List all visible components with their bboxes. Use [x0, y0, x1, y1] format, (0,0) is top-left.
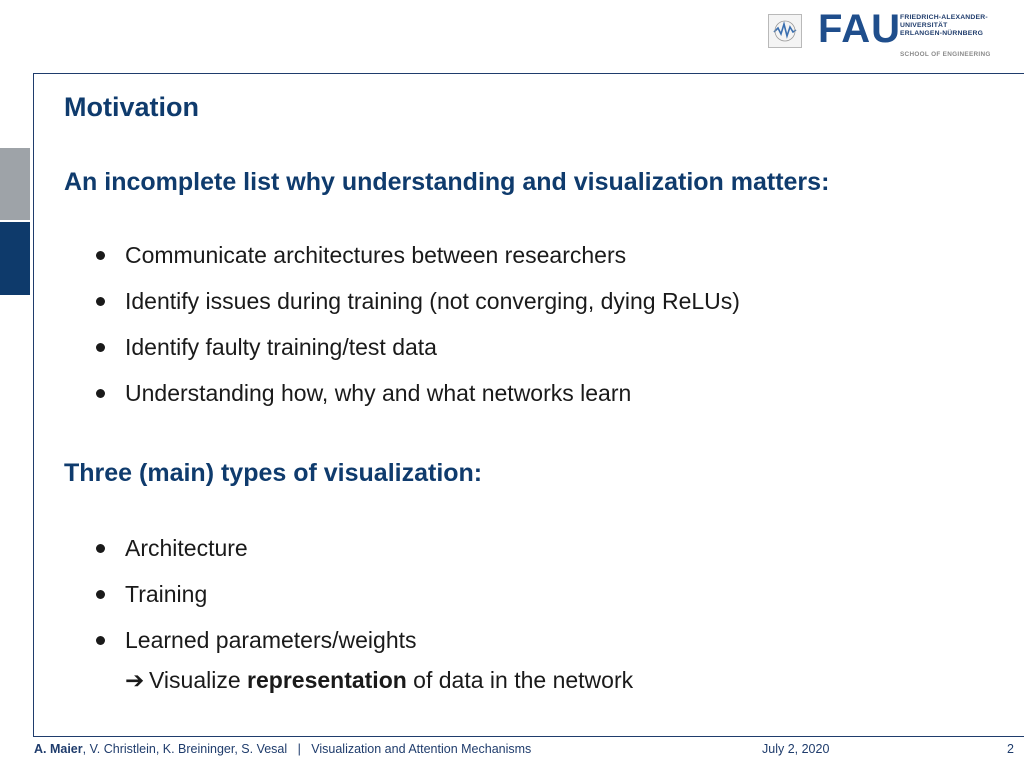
- side-tab-gray: [0, 148, 30, 220]
- slide-title: Motivation: [64, 92, 199, 122]
- bullet-icon: [96, 343, 105, 352]
- bullet-icon: [96, 636, 105, 645]
- university-line: UNIVERSITÄT: [900, 22, 948, 30]
- bullet-list-why: Communicate architectures between resear…: [96, 242, 740, 426]
- sub-point-suffix: of data in the network: [406, 667, 634, 693]
- footer-separator: |: [297, 742, 301, 756]
- sub-point-prefix: Visualize: [149, 667, 248, 693]
- footer-authors: A. Maier, V. Christlein, K. Breininger, …: [34, 742, 531, 756]
- university-name: FRIEDRICH-ALEXANDER- UNIVERSITÄT ERLANGE…: [900, 14, 1010, 39]
- list-item-text: Communicate architectures between resear…: [125, 242, 627, 268]
- sub-point-bold: representation: [247, 667, 407, 693]
- list-item: Training: [96, 581, 417, 607]
- list-item: Learned parameters/weights: [96, 627, 417, 653]
- slide-frame: [33, 73, 1024, 737]
- institute-logo: [768, 14, 802, 48]
- list-item-text: Identify issues during training (not con…: [125, 288, 740, 314]
- bullet-icon: [96, 389, 105, 398]
- bullet-icon: [96, 297, 105, 306]
- list-item-text: Training: [125, 581, 208, 607]
- list-item-text: Identify faulty training/test data: [125, 334, 437, 360]
- section-heading-types: Three (main) types of visualization:: [64, 459, 483, 487]
- bullet-list-types: Architecture Training Learned parameters…: [96, 535, 417, 673]
- footer-date: July 2, 2020: [762, 742, 830, 756]
- sub-point: ➔Visualize representation of data in the…: [125, 667, 633, 693]
- list-item: Architecture: [96, 535, 417, 561]
- bullet-icon: [96, 251, 105, 260]
- list-item-text: Learned parameters/weights: [125, 627, 417, 653]
- slide-footer: A. Maier, V. Christlein, K. Breininger, …: [34, 742, 1014, 758]
- list-item: Identify faulty training/test data: [96, 334, 740, 360]
- lead-author: A. Maier: [34, 742, 83, 756]
- other-authors: , V. Christlein, K. Breininger, S. Vesal: [82, 742, 288, 756]
- list-item: Identify issues during training (not con…: [96, 288, 740, 314]
- arrow-right-icon: ➔: [125, 667, 145, 693]
- waveform-icon: [773, 20, 797, 42]
- bullet-icon: [96, 544, 105, 553]
- list-item-text: Architecture: [125, 535, 248, 561]
- list-item: Communicate architectures between resear…: [96, 242, 740, 268]
- bullet-icon: [96, 590, 105, 599]
- section-heading-why: An incomplete list why understanding and…: [64, 168, 830, 196]
- fau-logo: FAU: [818, 7, 901, 51]
- list-item-text: Understanding how, why and what networks…: [125, 380, 632, 406]
- university-line: ERLANGEN-NÜRNBERG: [900, 30, 984, 38]
- course-title: Visualization and Attention Mechanisms: [311, 742, 532, 756]
- school-name: SCHOOL OF ENGINEERING: [900, 51, 991, 58]
- university-line: FRIEDRICH-ALEXANDER-: [900, 14, 988, 21]
- list-item: Understanding how, why and what networks…: [96, 380, 740, 406]
- side-tab-blue: [0, 222, 30, 295]
- page-number: 2: [1007, 742, 1014, 756]
